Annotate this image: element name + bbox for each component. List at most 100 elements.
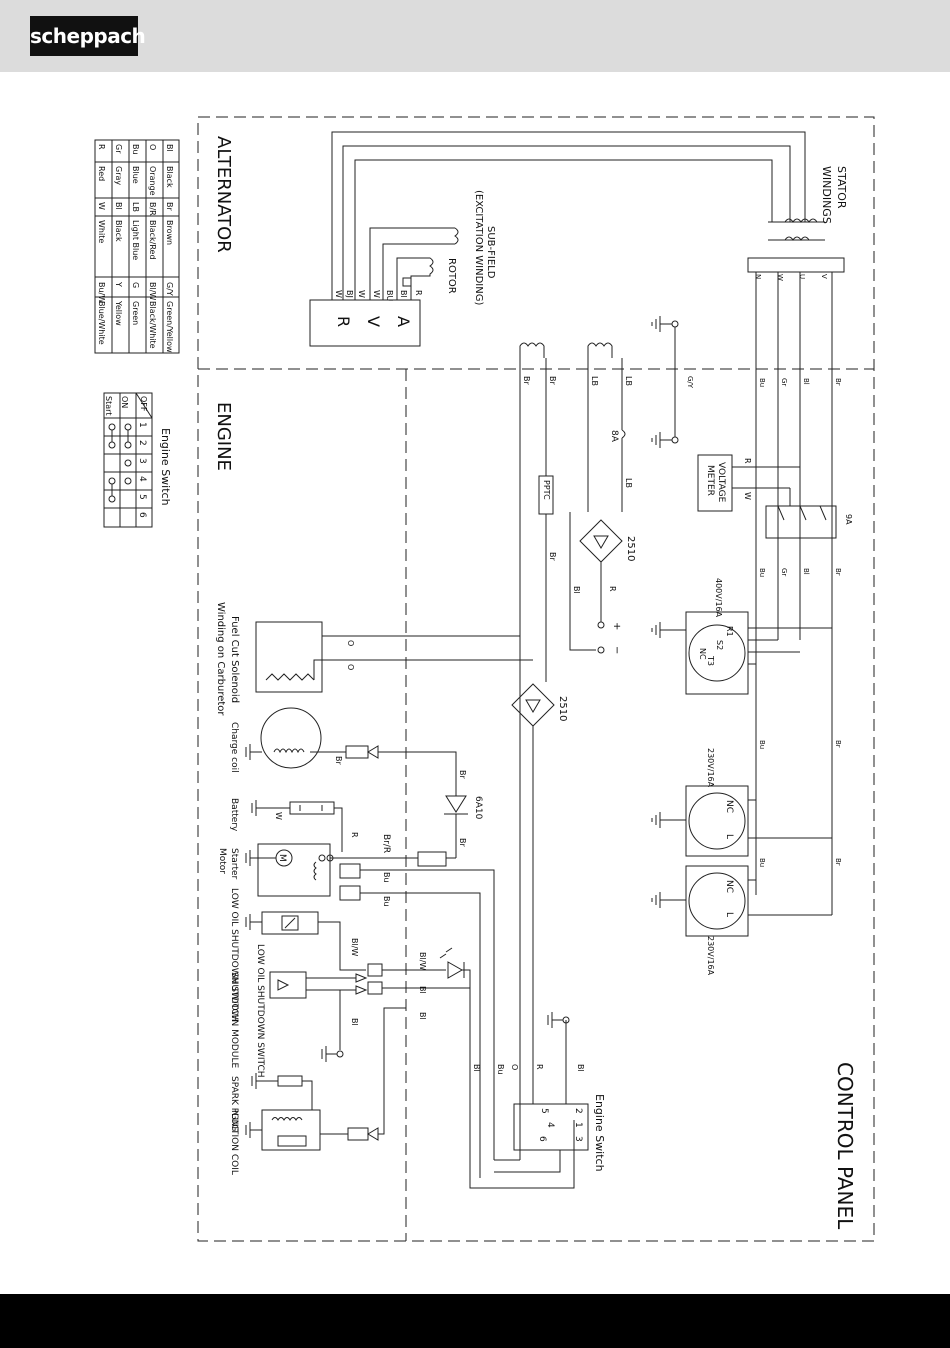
legend-cell: W [97,202,106,210]
wire-bl-rect: Bl [572,586,581,594]
avr-r: R [334,316,353,327]
label-diode: 6A10 [473,796,483,820]
es-pin-3: 3 [573,1136,583,1142]
wire-bu-low: Bu [758,740,766,749]
wire-r-rotor: R [414,290,423,296]
socket-400v: 400V/16A R1 S2 T3 NC [651,578,832,695]
wire-bl-2: Bl [418,1012,427,1020]
wire-br-2: Br [548,376,557,385]
motor-m: M [277,854,287,862]
wire-br-low2: Br [834,858,842,866]
legend-cell: Red [97,166,106,181]
legend-cell: Y [114,281,123,287]
wire-bu-low2: Bu [758,858,766,867]
socket230b-nc: NC [724,880,734,893]
label-starter: Starter [229,848,239,880]
battery: Battery W R [229,798,359,852]
legend-cell: Blue/White [97,301,106,345]
wire-lb-3: LB [624,478,633,488]
es-pin-6: 6 [537,1136,547,1142]
color-legend-table: BlBlackBrBrownG/YGreen/YellowOOrangeB/RB… [94,139,180,354]
starter-motor: M Starter Motor Br/R Bu Bu Bu [217,834,505,1178]
socket-230v-a: 230V/16A NC L [651,748,832,857]
wire-w-bat: W [274,812,283,820]
wire-br-low: Br [834,740,842,748]
wire-blw-1: Bl/W [350,938,359,956]
low-oil-module: LOW OIL SHUTDOWN SWITCH SHUTDOWN MODULE … [229,944,575,1189]
stator-windings: N W U V [747,218,845,281]
wire-br-cc: Br [334,756,343,765]
label-socket230a: 230V/16A [706,748,715,788]
es-table-row: ON [120,396,129,408]
wire-lb-2: LB [590,376,599,386]
legend-cell: B/R [148,202,157,216]
es-table-row: Start [104,396,113,416]
legend-cell: Br [165,202,174,211]
socket400-t3: T3 [706,655,715,666]
avr-a: A [394,316,413,327]
term-plus: + [611,622,622,630]
wire-br-1: Br [522,376,531,385]
section-control-panel: CONTROL PANEL [833,1062,857,1230]
es-table-col: 2 [137,440,147,446]
voltage-meter [697,454,733,512]
socket400-nc: NC [698,648,707,660]
wire-w-3: W [372,290,381,298]
legend-cell: Black [165,166,174,188]
wire-gr-top: Gr [780,378,788,386]
engine-switch: Engine Switch 2 1 3 5 4 6 Bl O [494,1012,606,1173]
wiring-diagram: ALTERNATOR ENGINE CONTROL PANEL BlBlackB… [94,116,875,1242]
term-minus: − [611,646,622,654]
terminal-n: N [754,274,762,279]
wire-w-vm: W [743,492,752,500]
label-motor: Motor [217,848,227,874]
label-low-oil-mod: SHUTDOWN MODULE [229,972,239,1068]
es-pin-2: 2 [573,1108,583,1114]
socket-230v-b: 230V/16A NC L [651,865,832,976]
diagram-frame [197,116,875,1242]
section-engine: ENGINE [213,402,234,471]
page-footer [0,1294,950,1348]
label-meter: METER [705,465,715,496]
label-voltage: VOLTAGE [716,462,726,503]
terminal-v: V [820,274,828,279]
wire-w-1: W [334,290,343,298]
legend-cell: Bl [114,202,123,210]
label-spark: SPARK PLUG [229,1076,239,1131]
label-stator: STATOR [835,166,848,209]
rectifier-1: 2510 [579,519,636,563]
label-socket230b: 230V/16A [706,936,715,976]
wire-bu-st2: Bu [382,896,391,907]
wire-o-es: O [510,1064,519,1070]
es-pin-1: 1 [573,1122,583,1128]
label-rect2: 2510 [557,696,568,721]
terminal-w: W [776,274,784,281]
control-wire-labels: Br Bl Gr Bu Br Bl Gr Bu Bu Br Bu Br [758,378,842,867]
label-low-oil-sw2: LOW OIL SHUTDOWN SWITCH [255,944,265,1078]
es-pin-4: 4 [545,1122,555,1128]
label-subfield: SUB-FIELD [485,226,496,279]
legend-cell: Bl/W [148,282,157,300]
legend-cell: G [131,282,140,288]
legend-cell: Yellow [114,300,123,326]
wire-br-cc2: Br [458,770,467,779]
es-table-col: 3 [137,458,147,464]
wire-br-mid: Br [834,568,842,576]
legend-cell: Light Blue [131,220,140,260]
legend-cell: Orange [148,166,157,196]
label-engine-switch: Engine Switch [593,1094,606,1172]
legend-cell: O [148,144,157,150]
wire-brr: Br/R [381,834,391,853]
legend-cell: Brown [165,220,174,245]
wire-bl-mid: Bl [802,568,810,575]
charge-coil [260,707,322,769]
wire-gy-1: G/Y [686,376,694,389]
wire-blw-2: Bl/W [418,952,427,970]
legend-cell: Green [131,301,140,325]
wire-bu-es: Bu [496,1064,505,1075]
brand-logo: scheppach [30,16,146,56]
wire-w-2: W [357,290,366,298]
label-fuel-cut: Fuel Cut Solenoid [229,616,240,703]
legend-cell: G/Y [165,282,174,296]
